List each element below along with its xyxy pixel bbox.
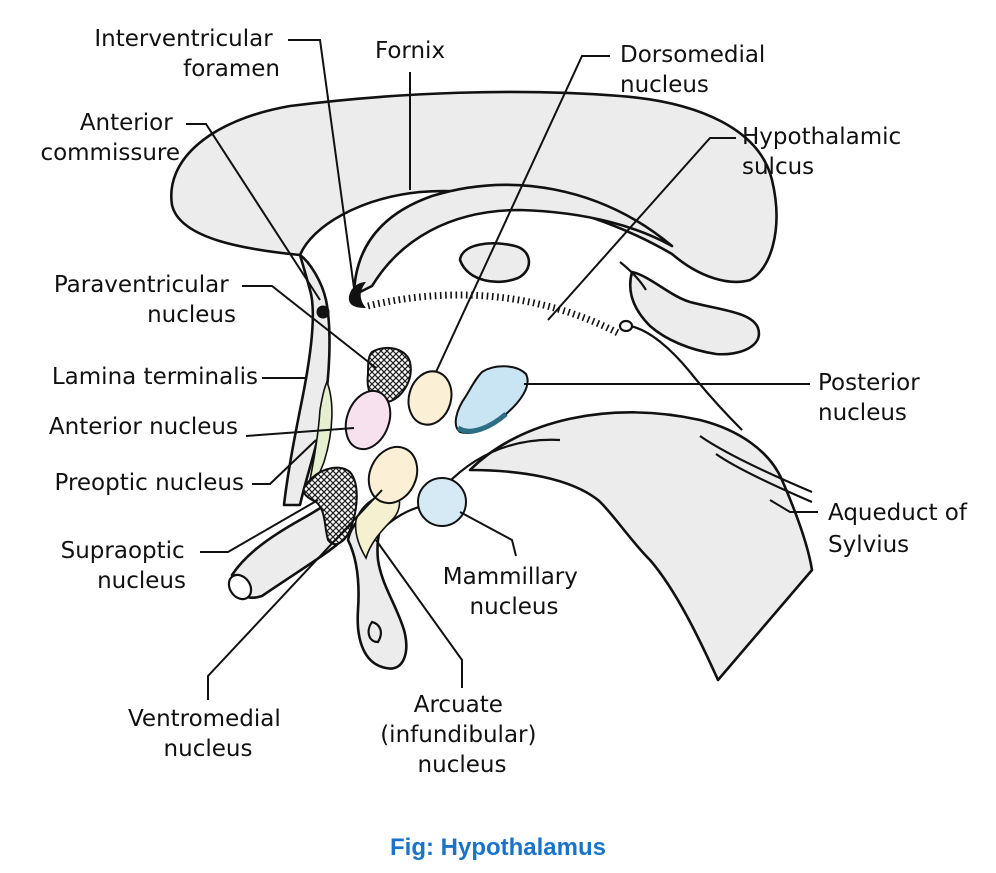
hypothalamic-sulcus-line [367,291,622,338]
label-anterior-nucleus: Anterior nucleus [49,414,238,440]
mammillary-nucleus-shape [417,477,467,527]
figure-caption: Fig: Hypothalamus [389,834,606,861]
aqueduct-upper-line [699,435,813,494]
label-aqueduct-of-sylvius: Aqueduct of Sylvius [828,500,974,558]
label-anterior-commissure: Anterior commissure [40,110,180,166]
pituitary-recess [367,620,382,644]
label-arcuate-nucleus: Arcuate (infundibular) nucleus [380,692,544,778]
leader-arcuate [375,539,463,688]
leader-supraoptic [200,499,319,553]
leader-mammillary [459,511,517,557]
ventromedial-nucleus-shape [367,445,419,505]
label-posterior-nucleus: Posterior nucleus [818,370,927,426]
posterior-nucleus-shading [456,412,508,434]
leader-lines [186,39,818,700]
hypothalamic-floor [445,438,561,486]
leader-ventromedial [207,489,383,700]
label-interventricular-foramen: Interventricular foramen [94,26,280,82]
leader-dorsomedial [435,55,610,373]
supraoptic-nucleus-shape [302,466,358,546]
posterior-commissure-curve [629,324,743,431]
label-supraoptic-nucleus: Supraoptic nucleus [61,538,192,594]
leader-aqueduct [769,499,818,513]
label-dorsomedial-nucleus: Dorsomedial nucleus [620,42,773,98]
label-mammillary-nucleus: Mammillary nucleus [443,564,585,620]
label-lamina-terminalis: Lamina terminalis [52,364,258,390]
anterior-commissure-dot [316,305,330,319]
interthalamic-adhesion [458,242,531,284]
anterior-nucleus-shape [344,389,392,451]
fornix-shape [352,183,674,297]
aqueduct-lower-line [715,453,813,504]
label-ventromedial-nucleus: Ventromedial nucleus [128,706,288,762]
leader-paraventricular [242,285,377,369]
label-paraventricular-nucleus: Paraventricular nucleus [54,272,236,328]
brainstem [468,411,814,682]
label-preoptic-nucleus: Preoptic nucleus [54,470,244,496]
leader-hypothalamic-sulcus [547,137,736,321]
pineal-stalk [619,261,647,291]
anatomy-drawing [169,90,814,682]
leader-anterior-commissure [186,123,321,301]
leader-preoptic [252,439,317,485]
optic-nerve-end [227,573,253,601]
pineal-region [629,270,761,356]
label-hypothalamic-sulcus: Hypothalamic sulcus [742,124,909,180]
habenular-nucleus-mark [618,319,634,333]
label-fornix: Fornix [375,38,445,64]
labels: Interventricular foramen Fornix Dorsomed… [40,26,974,778]
interventricular-foramen-mark [348,282,366,308]
leader-interventricular-foramen [288,39,355,289]
leader-anterior-nucleus [245,427,355,437]
